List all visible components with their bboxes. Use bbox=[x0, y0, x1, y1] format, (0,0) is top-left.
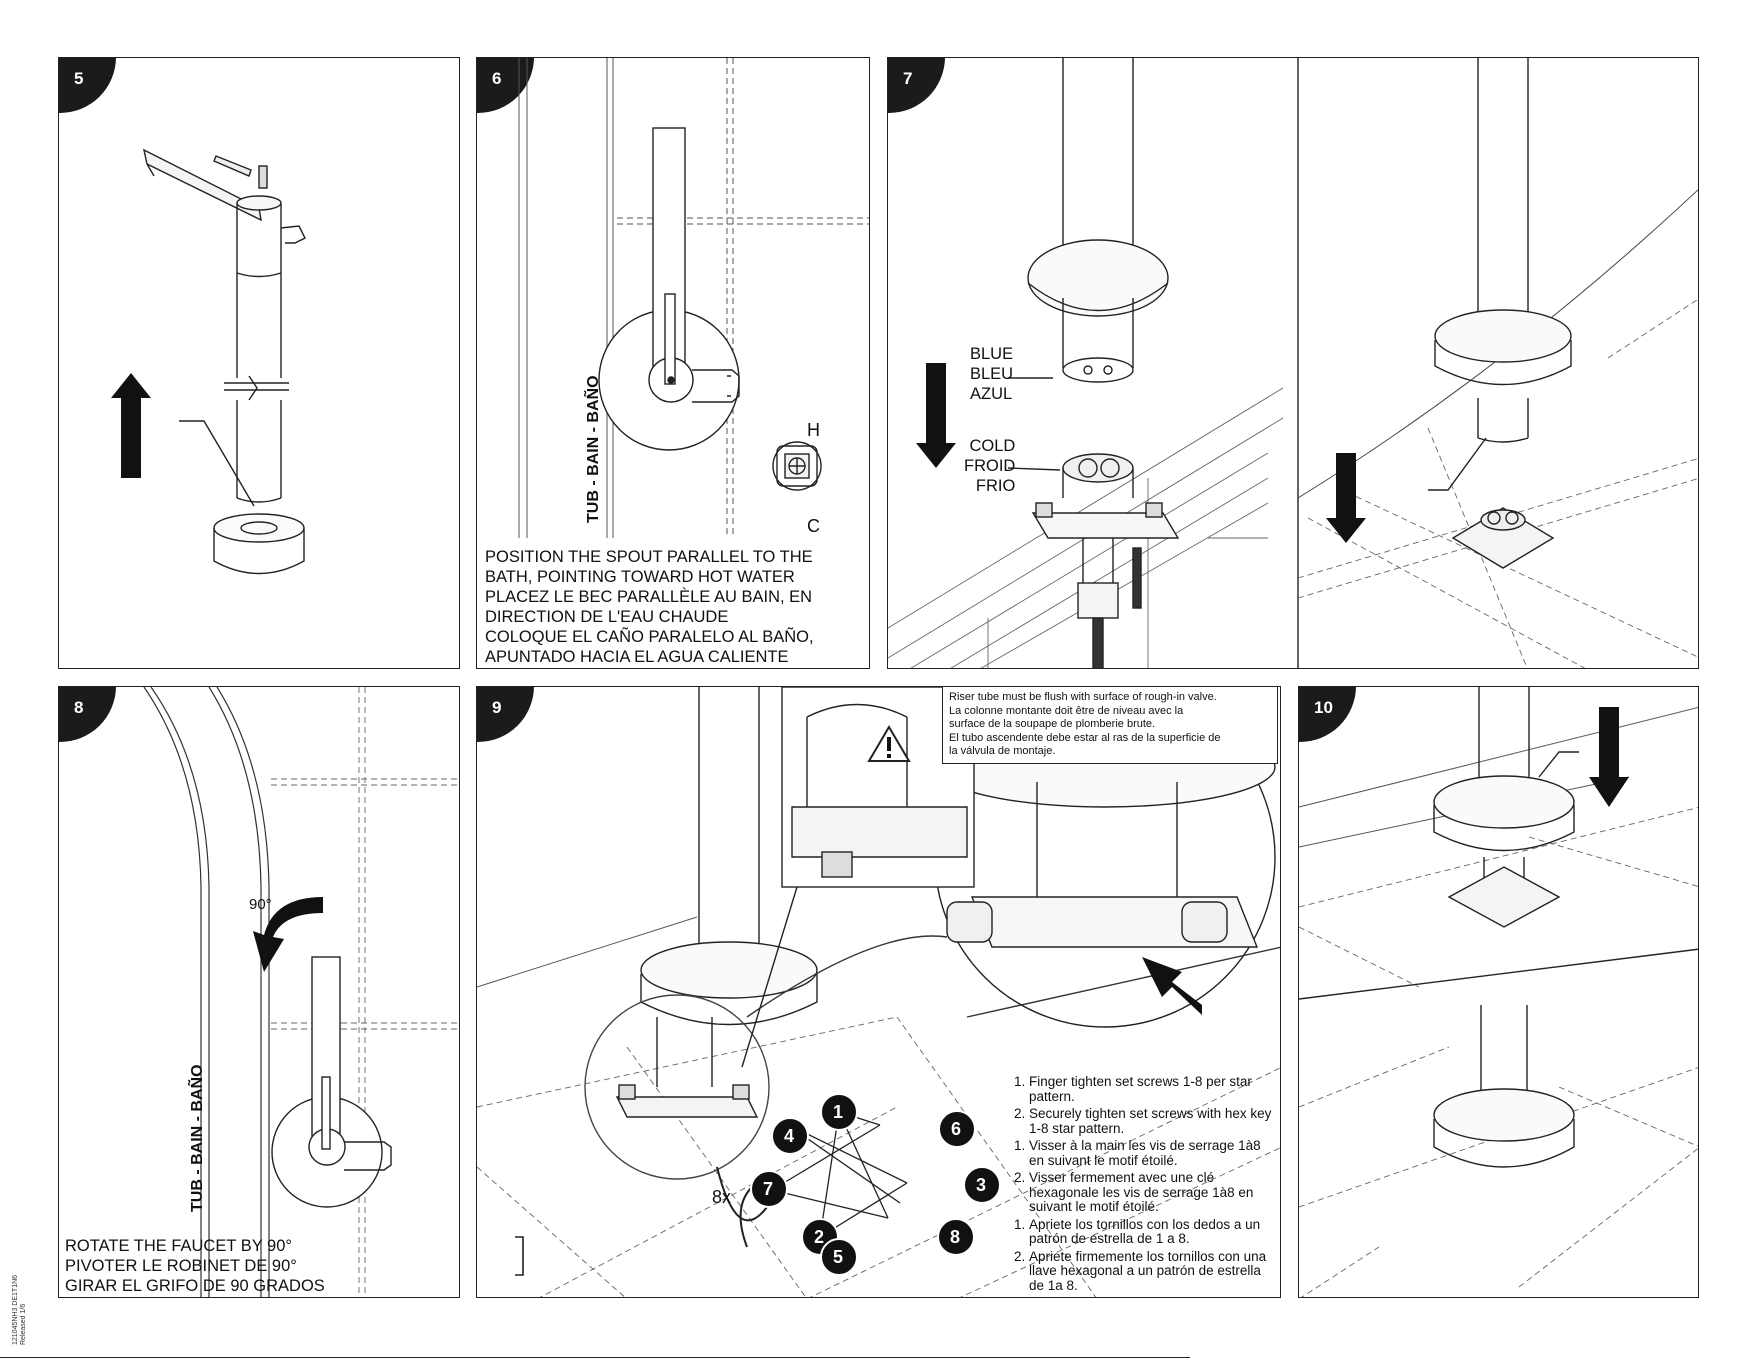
star-number-1: 1 bbox=[833, 1102, 844, 1122]
star-circle-5 bbox=[820, 1238, 858, 1276]
step-9-illustration bbox=[477, 687, 1280, 1297]
bottom-rule bbox=[0, 1357, 1190, 1358]
multiplier-label: 8x bbox=[712, 1187, 732, 1207]
star-circles bbox=[750, 1093, 1001, 1276]
step-6-illustration bbox=[518, 58, 869, 538]
star-circle-6 bbox=[938, 1110, 976, 1148]
document-footer: 121045NH3 DE1T1N6 Released 1/6 bbox=[12, 1274, 27, 1345]
step-8-caption: ROTATE THE FAUCET BY 90° PIVOTER LE ROBI… bbox=[65, 1237, 325, 1295]
star-number-4: 4 bbox=[784, 1126, 795, 1146]
step-9-panel: 9 bbox=[476, 686, 1281, 1298]
blue-label: BLUE BLEU AZUL bbox=[970, 345, 1014, 403]
tub-label: TUB - BAIN - BAÑO bbox=[189, 1064, 206, 1212]
star-number-7: 7 bbox=[763, 1179, 774, 1199]
step-7-illustration bbox=[888, 58, 1698, 668]
step-9-instructions: Finger tighten set screws 1-8 per star p… bbox=[1009, 1074, 1279, 1296]
star-number-3: 3 bbox=[976, 1175, 987, 1195]
step-number-badge: 6 bbox=[477, 58, 534, 113]
star-number-5: 5 bbox=[833, 1247, 844, 1267]
steps-en: Finger tighten set screws 1-8 per star p… bbox=[1009, 1074, 1279, 1136]
step-number-badge: 5 bbox=[59, 58, 116, 113]
step-5-illustration bbox=[111, 148, 306, 575]
step-7-panel: 7 bbox=[887, 57, 1699, 669]
star-number-8: 8 bbox=[950, 1227, 961, 1247]
step-6-caption: POSITION THE SPOUT PARALLEL TO THE BATH,… bbox=[485, 548, 814, 666]
steps-fr: Visser à la main les vis de serrage 1à8 … bbox=[1009, 1138, 1279, 1215]
step-8-panel: 8 90° TUB - BAIN - BAÑO ROTATE THE FAUCE… bbox=[58, 686, 460, 1298]
angle-label: 90° bbox=[249, 896, 272, 913]
step-10-panel: 10 bbox=[1298, 686, 1699, 1298]
step-10-illustration bbox=[1299, 687, 1698, 1297]
star-circle-7 bbox=[750, 1170, 788, 1208]
star-pattern: 1 2 3 4 5 6 7 8 bbox=[477, 687, 1280, 1297]
cold-label: C bbox=[807, 516, 820, 536]
step-8-illustration bbox=[143, 687, 459, 1297]
star-number-2: 2 bbox=[814, 1227, 825, 1247]
star-circle-1 bbox=[820, 1093, 858, 1131]
step-5-panel: 5 bbox=[58, 57, 460, 669]
star-circle-4 bbox=[771, 1117, 809, 1155]
star-circle-8 bbox=[937, 1218, 975, 1256]
cold-label: COLD FROID FRIO bbox=[964, 437, 1016, 495]
warning-note: Riser tube must be flush with surface of… bbox=[942, 687, 1278, 764]
hot-label: H bbox=[807, 420, 820, 440]
tub-label: TUB - BAIN - BAÑO bbox=[585, 375, 602, 523]
step-6-panel: 6 H C TUB - BAIN - BAÑO POSITION T bbox=[476, 57, 870, 669]
star-number-6: 6 bbox=[951, 1119, 962, 1139]
steps-es: Apriete los tornillos con los dedos a un… bbox=[1009, 1217, 1279, 1294]
star-circle-3 bbox=[963, 1166, 1001, 1204]
